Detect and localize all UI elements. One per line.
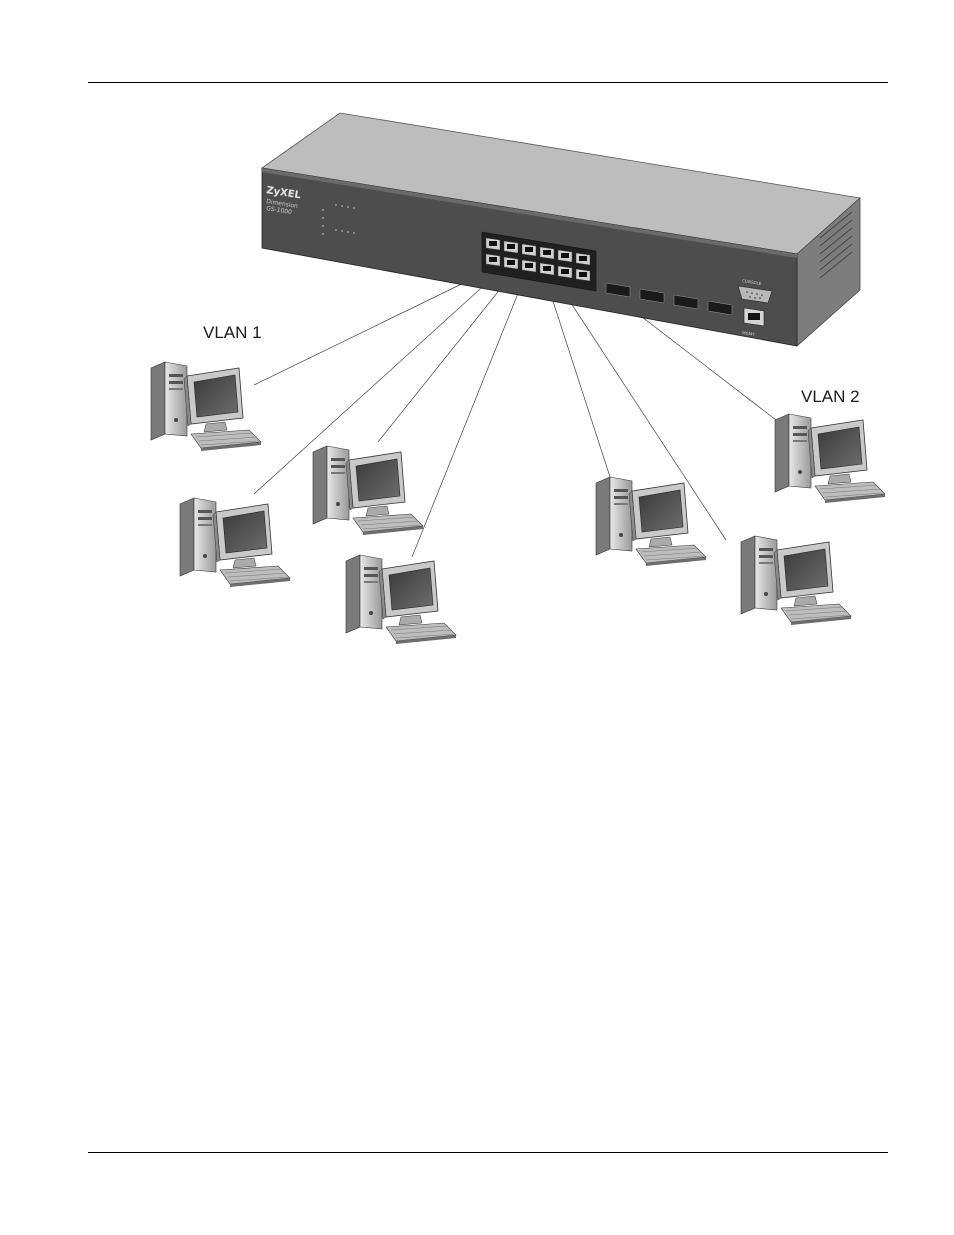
computer-icon xyxy=(180,498,290,587)
vlan1-computers xyxy=(151,362,456,644)
network-switch: ZyXEL Dimension GS-1000 xyxy=(262,113,860,346)
computer-icon xyxy=(596,477,706,566)
computer-icon xyxy=(741,536,851,625)
vlan2-computers xyxy=(596,414,885,625)
computer-icon xyxy=(775,414,885,503)
computer-icon xyxy=(313,446,423,535)
computer-icon xyxy=(151,362,261,451)
vlan2-label: VLAN 2 xyxy=(801,387,860,406)
vlan1-label: VLAN 1 xyxy=(203,323,262,342)
computer-icon xyxy=(346,555,456,644)
footer-rule xyxy=(88,1152,888,1153)
